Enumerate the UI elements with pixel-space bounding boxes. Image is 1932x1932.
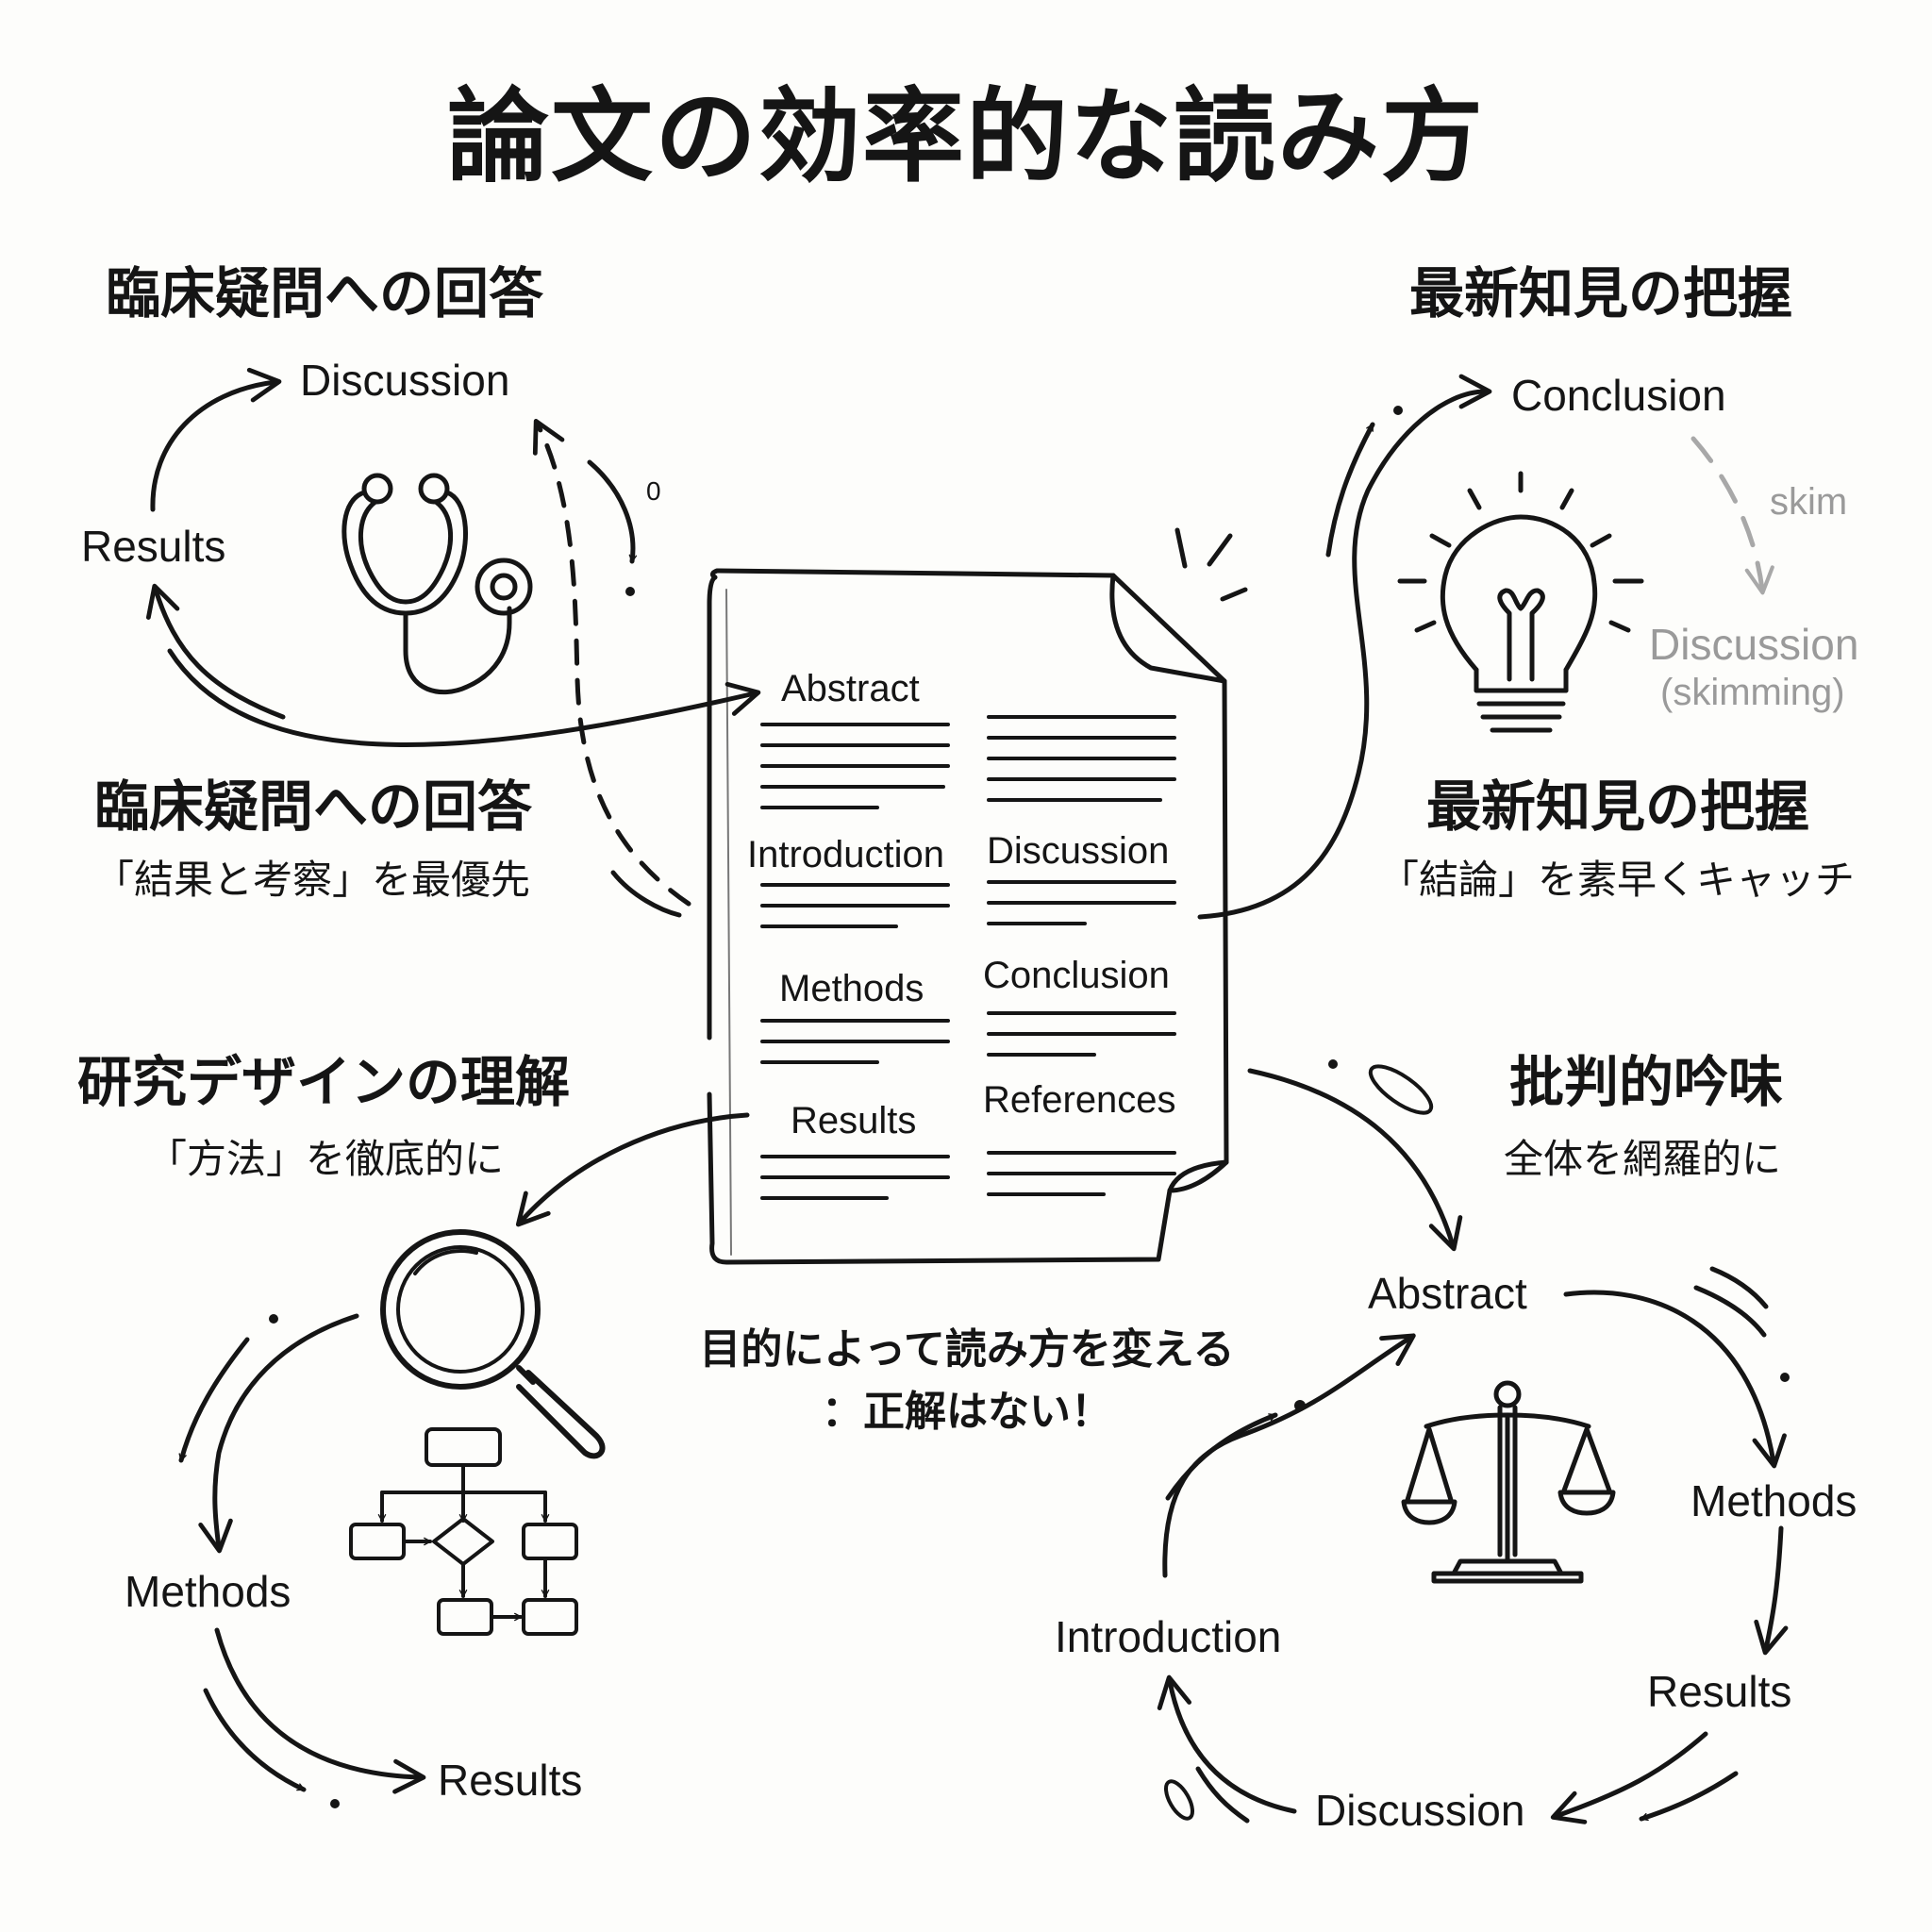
center-note-line1: 目的によって読み方を変える bbox=[699, 1325, 1235, 1374]
paper-section-methods: Methods bbox=[779, 968, 924, 1009]
arrow-results-to-discussion bbox=[150, 367, 282, 512]
small-arrow-up bbox=[1325, 422, 1375, 558]
dot bbox=[625, 587, 635, 596]
clinical-flow-results: Results bbox=[81, 522, 226, 571]
design-subtitle: 「方法」を徹底的に bbox=[147, 1136, 505, 1182]
arrow-methods-to-results bbox=[1754, 1525, 1789, 1656]
design-flow-methods: Methods bbox=[125, 1567, 291, 1616]
clinical-arrows bbox=[145, 367, 761, 918]
paper-inner-edge bbox=[725, 589, 732, 1256]
critical-arrows bbox=[1157, 1059, 1790, 1824]
arrow-discussion-to-introduction bbox=[1157, 1674, 1297, 1814]
critical-flow-introduction: Introduction bbox=[1055, 1612, 1282, 1661]
clinical-flow-discussion: Discussion bbox=[300, 356, 510, 405]
critical-flow-abstract: Abstract bbox=[1368, 1269, 1527, 1318]
paper-section-results: Results bbox=[791, 1100, 917, 1141]
stethoscope-icon bbox=[341, 473, 533, 695]
arrow-to-results bbox=[145, 583, 286, 720]
arrow-results-to-discussion bbox=[1550, 1731, 1708, 1824]
paper-section-introduction: Introduction bbox=[747, 834, 945, 875]
arrow-abstract-to-methods bbox=[1563, 1290, 1787, 1469]
skim-dashed-arrow bbox=[1690, 436, 1774, 595]
critical-flow-discussion: Discussion bbox=[1315, 1786, 1525, 1835]
arrow-introduction-to-abstract bbox=[1162, 1333, 1416, 1578]
latest-arrows bbox=[1197, 374, 1492, 920]
paper-fold-top bbox=[1109, 573, 1227, 684]
arrow-methods-to-results bbox=[214, 1627, 426, 1794]
design-arrows bbox=[178, 1112, 750, 1808]
latest-heading-top: 最新知見の把握 bbox=[1409, 261, 1793, 325]
arrow-to-magnifier bbox=[515, 1112, 750, 1227]
small-curved-arrow bbox=[587, 459, 638, 564]
critical-flow-methods: Methods bbox=[1690, 1476, 1857, 1525]
design-heading: 研究デザインの理解 bbox=[77, 1050, 571, 1114]
clinical-subtitle: 「結果と考察」を最優先 bbox=[94, 857, 531, 903]
paper-section-abstract: Abstract bbox=[781, 668, 920, 709]
arrow-to-methods bbox=[198, 1313, 359, 1554]
small-arrow-bottom bbox=[203, 1688, 307, 1792]
scales-icon bbox=[1401, 1380, 1616, 1584]
lightbulb-icon bbox=[1397, 471, 1644, 733]
dashed-arrow-to-discussion bbox=[532, 419, 691, 907]
small-mark: 0 bbox=[646, 476, 661, 506]
latest-heading: 最新知見の把握 bbox=[1426, 774, 1810, 839]
arrow-to-conclusion bbox=[1197, 374, 1492, 920]
design-flow-results: Results bbox=[438, 1756, 583, 1805]
critical-heading: 批判的吟味 bbox=[1509, 1050, 1784, 1114]
latest-subtitle: 「結論」を素早くキャッチ bbox=[1379, 857, 1856, 903]
latest-flow-conclusion: Conclusion bbox=[1511, 371, 1726, 420]
page-title: 論文の効率的な読み方 bbox=[446, 78, 1485, 196]
latest-flow-discussion: Discussion bbox=[1649, 620, 1859, 669]
paper-section-references: References bbox=[983, 1079, 1176, 1121]
arrow-to-abstract bbox=[167, 648, 761, 747]
skimming-note: (skimming) bbox=[1660, 672, 1845, 713]
critical-flow-results: Results bbox=[1647, 1667, 1792, 1716]
arrow-paper-to-abstract bbox=[1247, 1068, 1463, 1252]
skim-label: skim bbox=[1770, 481, 1848, 523]
small-arrow-left bbox=[178, 1337, 250, 1463]
paper-section-discussion: Discussion bbox=[987, 830, 1170, 872]
paper-outline bbox=[707, 568, 1229, 1265]
flowchart-icon bbox=[349, 1427, 578, 1636]
clinical-heading-top: 臨床疑問への回答 bbox=[106, 261, 544, 325]
center-note-line2: ：正解はない！ bbox=[822, 1388, 1112, 1436]
magnifier-icon bbox=[380, 1229, 606, 1459]
paper-section-conclusion: Conclusion bbox=[983, 955, 1170, 996]
paper-text-lines bbox=[760, 715, 1176, 1200]
clinical-heading: 臨床疑問への回答 bbox=[94, 774, 533, 839]
critical-subtitle: 全体を網羅的に bbox=[1504, 1136, 1782, 1182]
spark-marks bbox=[1174, 527, 1248, 602]
paper-fold-bottom bbox=[1167, 1159, 1229, 1193]
